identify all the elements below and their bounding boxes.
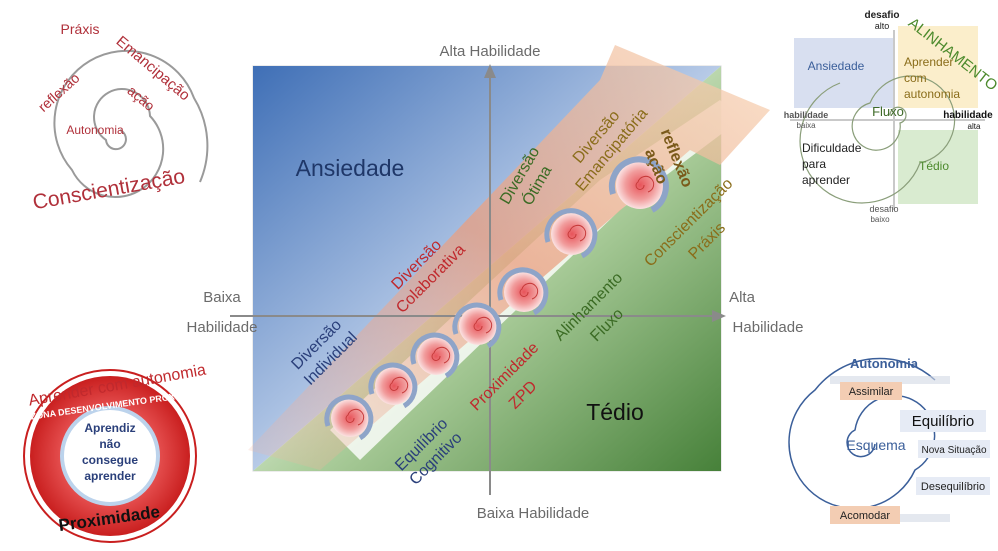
axis-left-label-2: Habilidade [187,319,258,336]
axis-right-label-2: Habilidade [733,319,804,336]
desafio-alto-1: desafio [864,10,899,21]
acao-label: ação [124,82,158,114]
tedio-label: Tédio [586,399,644,425]
tr-dificuldade-2: para [802,157,826,171]
hab-baixa-1: habilidade [784,110,829,120]
praxis-label: Práxis [61,21,100,37]
tr-aprender-3: autonomia [904,87,960,101]
main-chart: Alta Habilidade Baixa Habilidade Baixa H… [187,43,804,522]
hab-baixa-2: baixa [796,121,816,130]
desafio-baixo-2: baixo [870,215,890,224]
esquema-label: Esquema [846,437,905,453]
conscientizacao-label: Conscientização [31,165,187,214]
tr-dificuldade-3: aprender [802,173,850,187]
inner-text-4: aprender [84,469,136,483]
bottom-right-spiral: Autonomia Assimilar Equilíbrio Esquema N… [789,356,990,524]
axis-left-label-1: Baixa [203,289,241,306]
nova-situacao-label: Nova Situação [921,445,986,456]
axis-right-label-1: Alta [729,289,756,306]
reflexao-label: reflexão [35,70,83,115]
desequilibrio-label: Desequilíbrio [921,481,985,493]
axis-top-label: Alta Habilidade [440,43,541,60]
equilibrio-label: Equilíbrio [912,413,975,430]
inner-text-3: consegue [82,453,138,467]
autonomia-label: Autonomia [66,123,124,137]
tr-fluxo-label: Fluxo [872,104,904,119]
hab-alta-1: habilidade [943,110,993,121]
inner-text-2: não [99,437,120,451]
top-left-spiral: Práxis Emancipação reflexão ação Autonom… [31,21,207,214]
inner-text-1: Aprendiz [84,421,135,435]
anxiety-cell [794,38,894,108]
tr-tedio-label: Tédio [919,159,949,173]
axis-bottom-label: Baixa Habilidade [477,505,590,522]
top-right-quadrant: desafio alto ALINHAMENTO Ansiedade Apren… [784,10,998,224]
tr-ansiedade-label: Ansiedade [808,59,865,73]
assimilar-label: Assimilar [849,386,894,398]
tr-aprender-2: com [904,71,927,85]
bottom-left-zpd: Aprender com autonomia ZONA DESENVOLVIME… [24,362,207,542]
hab-alta-2: alta [968,122,981,131]
desafio-baixo-1: desafio [869,204,898,214]
tr-dificuldade-1: Dificuldade [802,141,862,155]
ansiedade-label: Ansiedade [296,155,405,181]
tr-aprender-1: Aprender [904,55,953,69]
br-autonomia-label: Autonomia [850,356,919,371]
desafio-alto-2: alto [875,21,890,31]
acomodar-label: Acomodar [840,510,890,522]
